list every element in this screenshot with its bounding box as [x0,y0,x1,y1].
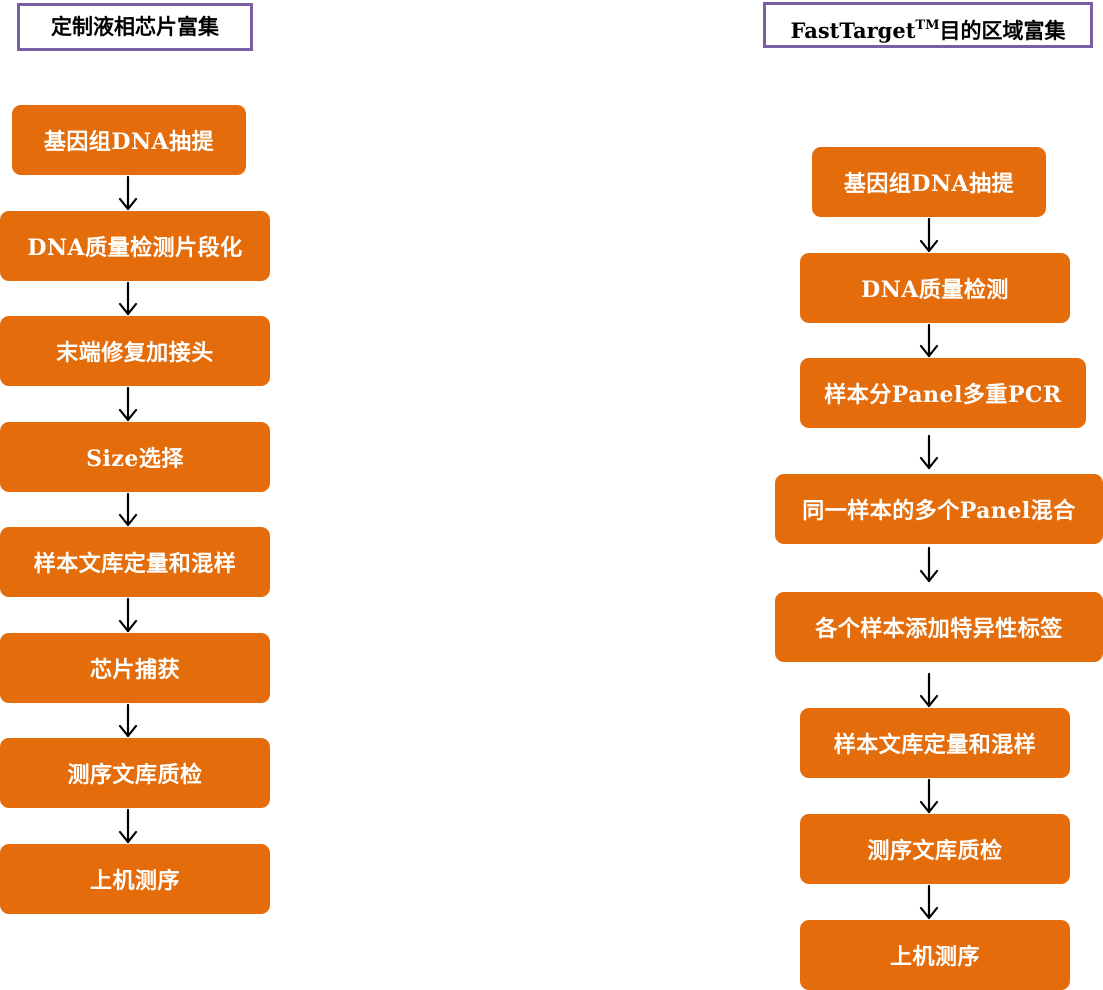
left-arrow-3 [118,386,138,422]
right-arrow-1 [919,217,939,253]
left-step-5: 样本文库定量和混样 [0,527,270,597]
right-step-8: 上机测序 [800,920,1070,990]
right-title-trademark: TM [915,18,940,33]
right-arrow-7 [919,884,939,920]
left-arrow-6 [118,703,138,738]
left-arrow-2 [118,281,138,316]
left-step-4: Size选择 [0,422,270,492]
right-arrow-6 [919,778,939,814]
right-step-4: 同一样本的多个Panel混合 [775,474,1103,544]
right-step-7: 测序文库质检 [800,814,1070,884]
right-arrow-4 [919,546,939,583]
left-arrow-1 [118,175,138,211]
right-step-3: 样本分Panel多重PCR [800,358,1086,428]
left-flow-title: 定制液相芯片富集 [17,3,253,51]
left-step-6: 芯片捕获 [0,633,270,703]
right-step-2: DNA质量检测 [800,253,1070,323]
left-step-8: 上机测序 [0,844,270,914]
right-arrow-5 [919,672,939,708]
right-title-main: FastTarget [790,18,916,43]
left-step-1: 基因组DNA抽提 [12,105,246,175]
left-arrow-4 [118,492,138,527]
right-arrow-2 [919,323,939,358]
left-step-7: 测序文库质检 [0,738,270,808]
left-step-2: DNA质量检测片段化 [0,211,270,281]
right-step-5: 各个样本添加特异性标签 [775,592,1103,662]
right-title-rest: 目的区域富集 [939,18,1066,43]
right-step-6: 样本文库定量和混样 [800,708,1070,778]
left-arrow-7 [118,808,138,844]
right-step-1: 基因组DNA抽提 [812,147,1046,217]
right-arrow-3 [919,434,939,470]
right-flow-title: FastTargetTM目的区域富集 [763,2,1093,48]
left-step-3: 末端修复加接头 [0,316,270,386]
left-arrow-5 [118,597,138,633]
